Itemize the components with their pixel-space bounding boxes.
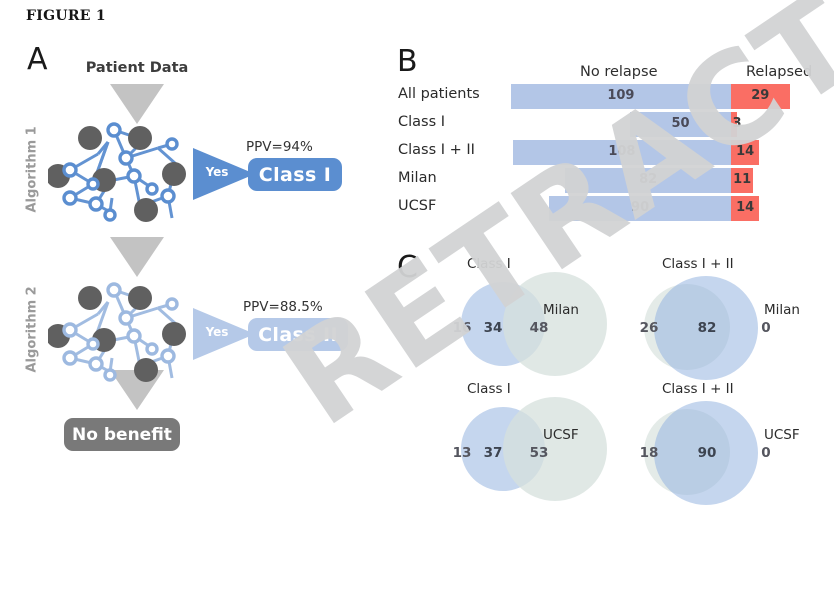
panel-b-letter: B xyxy=(397,44,418,79)
bar-value-no-relapse: 108 xyxy=(608,144,636,159)
ppv-label-2: PPV=88.5% xyxy=(243,299,323,315)
venn-count-left-only: 16 xyxy=(452,320,472,336)
venn-left-title: Class I xyxy=(467,381,511,397)
venn-count-intersection: 34 xyxy=(483,320,503,336)
yes-arrow-2: Yes xyxy=(193,308,255,360)
yes-arrow-1: Yes xyxy=(193,148,255,200)
ppv-label-1: PPV=94% xyxy=(246,139,313,155)
bar-value-no-relapse: 50 xyxy=(671,116,690,131)
bar-segment-relapsed xyxy=(731,196,760,221)
venn-diagram: Class I + II Milan 26 82 0 xyxy=(640,256,834,380)
bar-value-relapsed: 14 xyxy=(736,144,755,159)
bar-segment-no-relapse xyxy=(565,168,731,193)
venn-count-intersection: 90 xyxy=(697,445,717,461)
flow-arrow-down-icon-1 xyxy=(110,84,164,124)
bar-segment-no-relapse xyxy=(512,140,731,165)
panel-a: A Patient Data Algorithm 1 Algorithm 2 xyxy=(0,0,380,504)
yes-label-1: Yes xyxy=(205,165,229,179)
venn-count-left-only: 18 xyxy=(639,445,659,461)
patient-data-label: Patient Data xyxy=(85,60,189,76)
venn-count-right-only: 0 xyxy=(761,445,771,461)
venn-count-intersection: 37 xyxy=(483,445,503,461)
bar-row-label: UCSF xyxy=(398,198,437,214)
venn-circle-left xyxy=(654,401,758,505)
bar-row-label: Class I + II xyxy=(398,142,475,158)
bar-row-label: Class I xyxy=(398,114,446,130)
figure-canvas: FIGURE 1 A Patient Data Algorithm 1 Algo… xyxy=(0,0,834,505)
bar-row: Class I 50 3 xyxy=(398,112,828,137)
venn-count-intersection: 82 xyxy=(697,320,717,336)
bar-row: All patients 109 29 xyxy=(398,84,828,109)
venn-circle-left xyxy=(654,276,758,380)
legend-no-relapse: No relapse xyxy=(580,64,658,80)
bar-segment-no-relapse xyxy=(549,196,731,221)
bar-value-relapsed: 3 xyxy=(732,116,742,131)
venn-circle-right xyxy=(503,397,607,501)
bar-value-no-relapse: 90 xyxy=(631,200,650,215)
bar-segment-relapsed xyxy=(731,112,738,137)
yes-arrow-shape-1 xyxy=(193,148,255,200)
venn-count-left-only: 13 xyxy=(452,445,472,461)
no-benefit-box: No benefit xyxy=(64,418,180,451)
bar-segment-no-relapse xyxy=(630,112,731,137)
bar-row: Class I + II 108 14 xyxy=(398,140,828,165)
yes-arrow-shape-2 xyxy=(193,308,255,360)
venn-left-title: Class I + II xyxy=(662,256,734,272)
legend-relapsed: Relapsed xyxy=(746,64,813,80)
venn-count-left-only: 26 xyxy=(639,320,659,336)
bar-row-label: Milan xyxy=(398,170,437,186)
panel-a-letter: A xyxy=(27,42,48,77)
venn-diagram: Class I + II UCSF 18 90 0 xyxy=(640,381,834,505)
class-ii-box: Class II xyxy=(248,318,348,351)
panel-c-letter: C xyxy=(397,250,418,285)
bar-segment-no-relapse xyxy=(510,84,731,109)
venn-right-title: UCSF xyxy=(543,427,579,443)
bar-segment-relapsed xyxy=(731,140,760,165)
flow-arrow-down-icon-2 xyxy=(110,237,164,277)
venn-diagram: Class I Milan 16 34 48 xyxy=(453,256,655,378)
bar-value-no-relapse: 82 xyxy=(639,172,658,187)
venn-right-title: Milan xyxy=(764,302,800,318)
bar-value-relapsed: 11 xyxy=(733,172,752,187)
bar-row: Milan 82 11 xyxy=(398,168,828,193)
bar-segment-relapsed xyxy=(731,168,754,193)
bar-row: UCSF 90 14 xyxy=(398,196,828,221)
venn-right-title: Milan xyxy=(543,302,579,318)
venn-left-title: Class I + II xyxy=(662,381,734,397)
network-graph-icon-1 xyxy=(48,122,186,222)
figure-title: FIGURE 1 xyxy=(26,8,106,24)
bar-value-relapsed: 29 xyxy=(751,88,770,103)
bar-value-no-relapse: 109 xyxy=(607,88,635,103)
venn-left-title: Class I xyxy=(467,256,511,272)
network-graph-icon-2 xyxy=(48,282,186,382)
bar-segment-relapsed xyxy=(731,84,790,109)
venn-count-right-only: 53 xyxy=(529,445,549,461)
venn-circle-right xyxy=(503,272,607,376)
bar-value-relapsed: 14 xyxy=(736,200,755,215)
venn-diagram: Class I UCSF 13 37 53 xyxy=(453,381,655,503)
venn-right-title: UCSF xyxy=(764,427,800,443)
bar-row-label: All patients xyxy=(398,86,480,102)
class-i-box: Class I xyxy=(248,158,342,191)
venn-count-right-only: 48 xyxy=(529,320,549,336)
venn-count-right-only: 0 xyxy=(761,320,771,336)
yes-label-2: Yes xyxy=(205,325,229,339)
